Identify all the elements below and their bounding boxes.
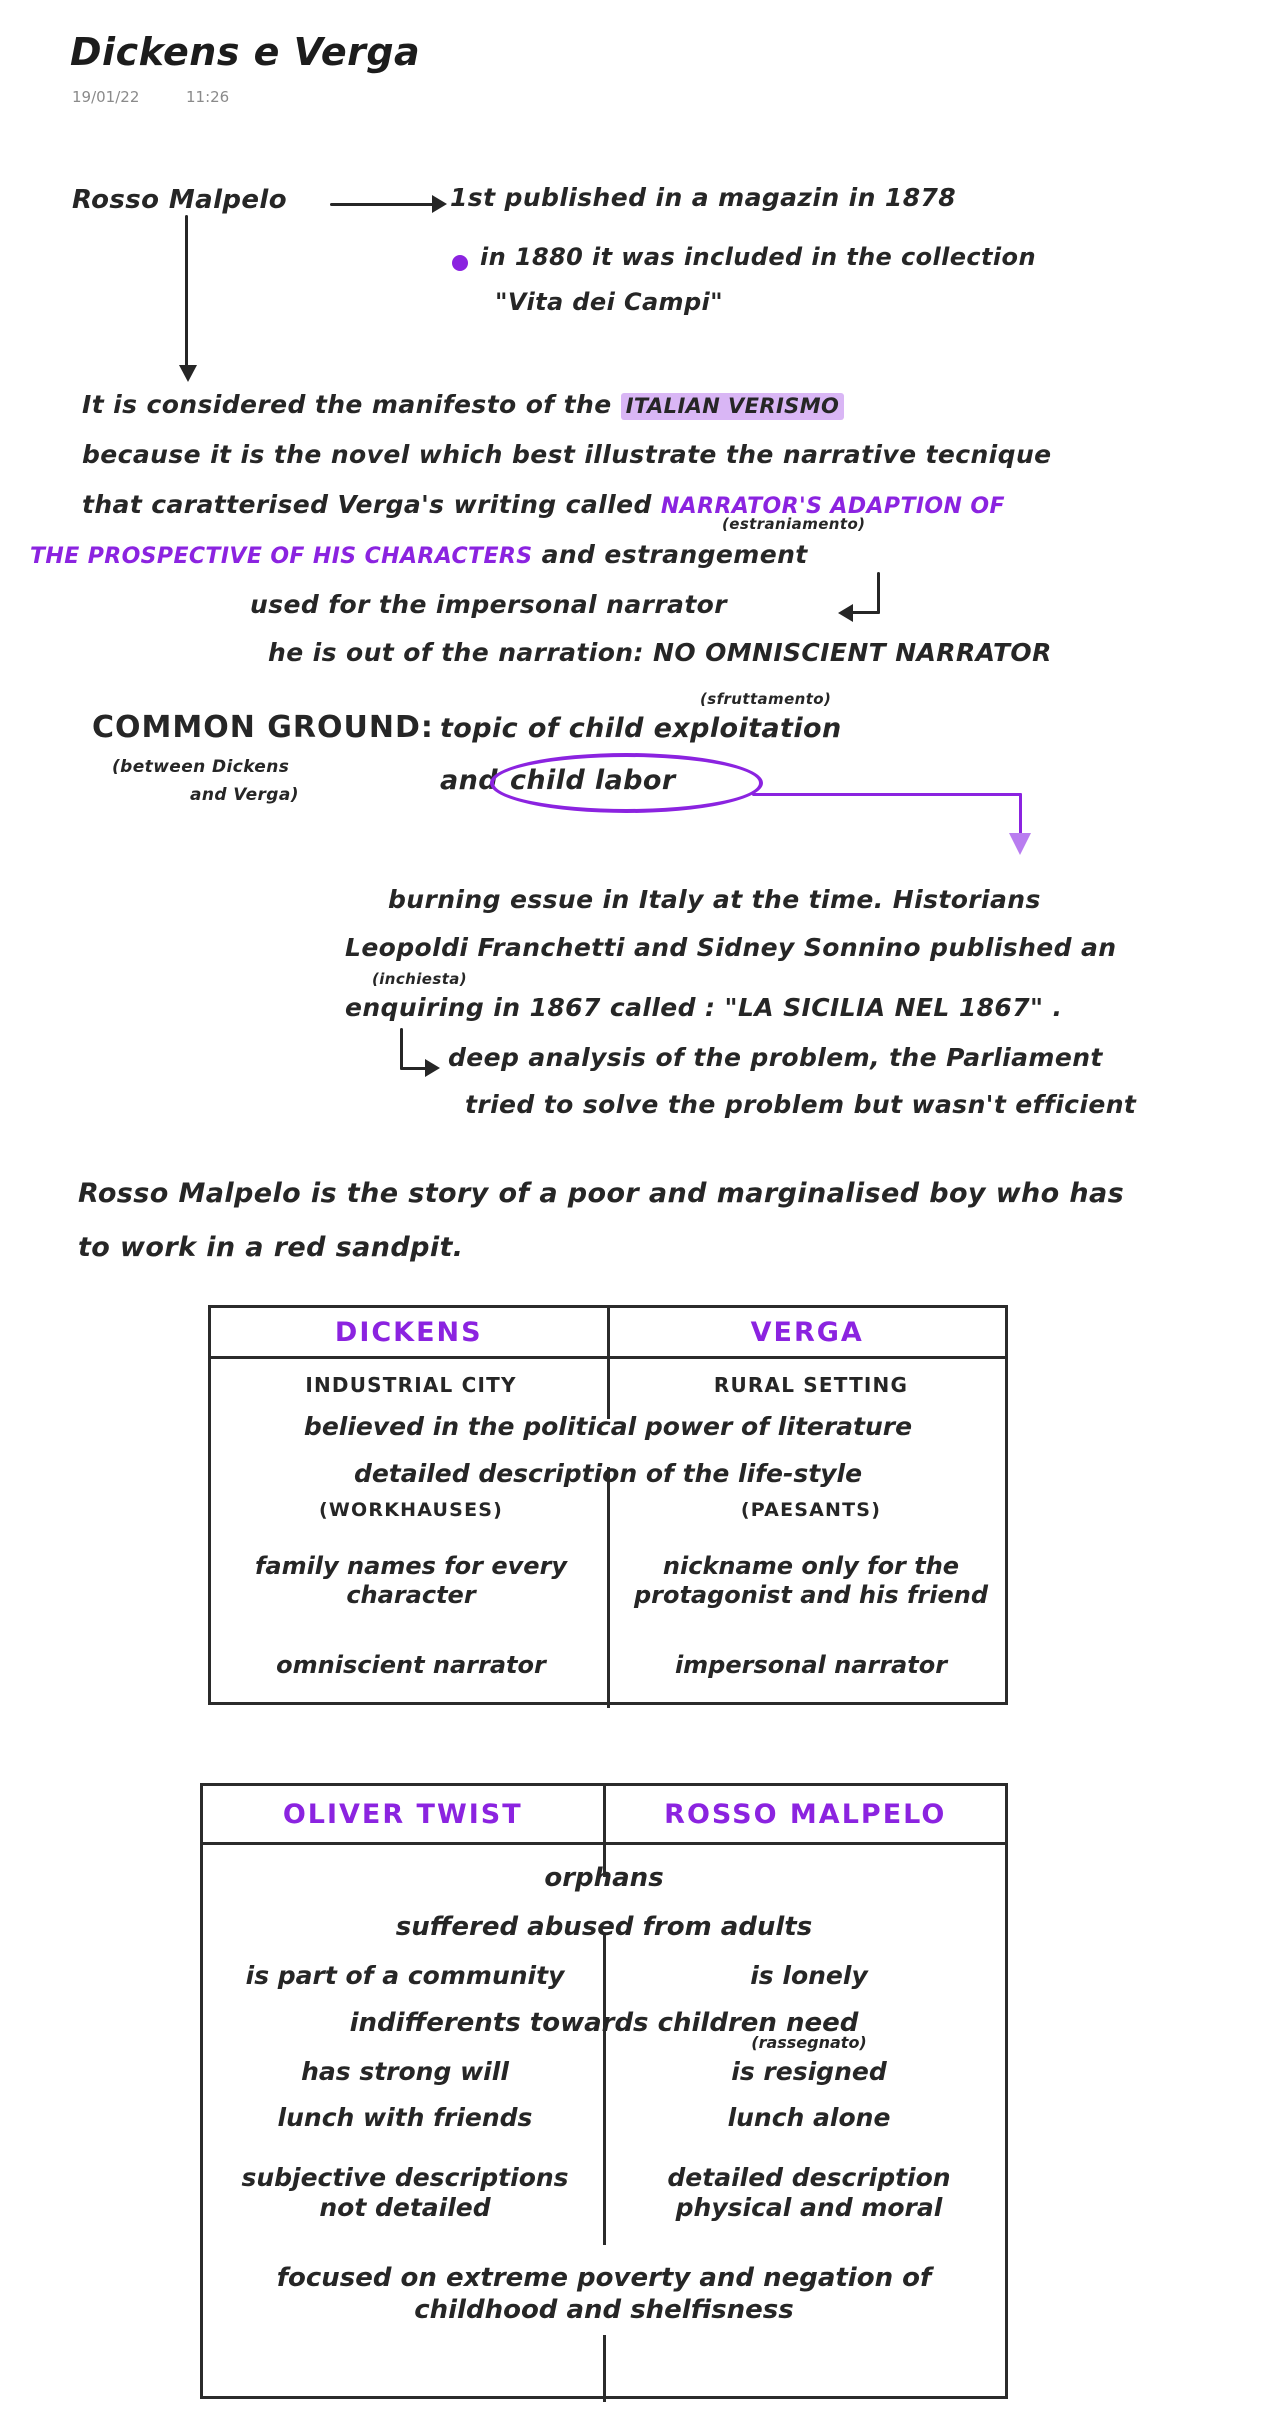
- cell-industrial-city: INDUSTRIAL CITY: [305, 1373, 517, 1397]
- table-dickens-verga-header-cell-dickens: DICKENS: [211, 1308, 610, 1356]
- analysis-arrow-horizontal: [400, 1067, 428, 1070]
- table2-divider-upper: [603, 1933, 606, 1993]
- cell-is-resigned: is resigned: [731, 2057, 887, 2086]
- page-title: Dickens e Verga: [70, 30, 421, 74]
- cell-lunch-alone: lunch alone: [727, 2103, 891, 2132]
- table-divider-mid: [607, 1467, 610, 1527]
- cell-paesants-note: (PAESANTS): [740, 1499, 882, 1521]
- table-dickens-verga-header: DICKENS VERGA: [211, 1308, 1005, 1359]
- arrow-to-published-head: [432, 195, 447, 213]
- historians-line-3: enquiring in 1867 called : "LA SICILIA N…: [345, 993, 1063, 1022]
- cell-detailed-description-lifestyle: detailed description of the life-style: [353, 1459, 863, 1488]
- impersonal-narrator-line: used for the impersonal narrator: [250, 590, 727, 619]
- cell-not-detailed: not detailed: [319, 2193, 491, 2222]
- cell-family-names: family names for every: [254, 1552, 568, 1580]
- manifesto-line-4: THE PROSPECTIVE OF HIS CHARACTERS and es…: [30, 540, 808, 569]
- narrator-adaption-purple: NARRATOR'S ADAPTION OF: [660, 494, 1005, 519]
- purple-connector-vertical: [1019, 793, 1022, 839]
- historians-line-1: burning essue in Italy at the time. Hist…: [388, 885, 1041, 914]
- table2-divider-top: [603, 1845, 606, 1877]
- manifesto-line-1-text: It is considered the manifesto of the: [82, 390, 612, 419]
- cell-indifferents-towards-children: indifferents towards children need: [349, 2008, 859, 2038]
- bullet-point-icon: [452, 255, 468, 271]
- header-label-verga: VERGA: [750, 1316, 864, 1348]
- purple-connector-arrow: [1009, 833, 1031, 855]
- table-dickens-verga-header-cell-verga: VERGA: [610, 1308, 1006, 1356]
- table2-divider-lower: [603, 2123, 606, 2245]
- manifesto-line-1: It is considered the manifesto of the IT…: [82, 390, 845, 420]
- analysis-arrow-head: [425, 1059, 440, 1077]
- cell-physical-and-moral: physical and moral: [675, 2193, 943, 2222]
- page-time: 11:26: [186, 88, 230, 106]
- cell-is-lonely: is lonely: [750, 1961, 868, 1990]
- cell-workhauses-note: (WORKHAUSES): [318, 1499, 504, 1521]
- cell-focused-extreme-poverty: focused on extreme poverty and negation …: [276, 2263, 932, 2293]
- analysis-line-2: tried to solve the problem but wasn't ef…: [465, 1090, 1137, 1119]
- cell-childhood-shelfisness: childhood and shelfisness: [414, 2295, 794, 2325]
- table-dickens-verga: DICKENS VERGA INDUSTRIAL CITY RURAL SETT…: [208, 1305, 1008, 1708]
- summary-line-2: to work in a red sandpit.: [78, 1232, 464, 1263]
- table-oliver-rosso-header: OLIVER TWIST ROSSO MALPELO: [203, 1786, 1005, 1845]
- cell-orphans: orphans: [544, 1863, 664, 1893]
- cell-political-power-literature: believed in the political power of liter…: [303, 1412, 913, 1441]
- table-oliver-rosso: OLIVER TWIST ROSSO MALPELO orphans suffe…: [200, 1783, 1008, 2402]
- cell-rassegnato-note: (rassegnato): [751, 2033, 867, 2052]
- inchiesta-note: (inchiesta): [372, 970, 468, 988]
- note-topic-label: Rosso Malpelo: [72, 185, 288, 215]
- manifesto-line-3: that caratterised Verga's writing called…: [82, 490, 1005, 519]
- sfruttamento-note: (sfruttamento): [700, 690, 832, 708]
- italian-verismo-highlight: ITALIAN VERISMO: [620, 393, 845, 420]
- cell-lunch-with-friends: lunch with friends: [277, 2103, 533, 2132]
- common-ground-heading: COMMON GROUND:: [92, 710, 434, 745]
- estraniamento-note: (estraniamento): [722, 515, 866, 533]
- cell-subjective-descriptions: subjective descriptions: [241, 2163, 569, 2192]
- header-label-rosso-malpelo: ROSSO MALPELO: [664, 1798, 947, 1830]
- summary-line-1: Rosso Malpelo is the story of a poor and…: [78, 1178, 1125, 1209]
- omniscient-narrator-line: he is out of the narration: NO OMNISCIEN…: [268, 638, 1052, 667]
- elbow-arrow-head: [838, 604, 853, 622]
- header-label-dickens: DICKENS: [334, 1316, 483, 1348]
- note-published-line: 1st published in a magazin in 1878: [450, 183, 957, 212]
- cell-detailed-description: detailed description: [667, 2163, 951, 2192]
- cell-rural-setting: RURAL SETTING: [713, 1373, 909, 1397]
- cell-has-strong-will: has strong will: [301, 2057, 509, 2086]
- arrow-to-published-shaft: [330, 203, 435, 206]
- table2-divider-bottom: [603, 2335, 606, 2402]
- note-bullet-line2: "Vita dei Campi": [495, 288, 724, 316]
- cell-suffered-abused: suffered abused from adults: [395, 1912, 813, 1942]
- manifesto-line-3-text: that caratterised Verga's writing called: [82, 490, 652, 519]
- table-oliver-rosso-header-cell-rosso: ROSSO MALPELO: [606, 1786, 1006, 1842]
- analysis-line-1: deep analysis of the problem, the Parlia…: [448, 1043, 1103, 1072]
- estrangement-text: and estrangement: [541, 540, 808, 569]
- cell-protagonist-friend: protagonist and his friend: [633, 1581, 989, 1609]
- header-label-oliver-twist: OLIVER TWIST: [282, 1798, 523, 1830]
- arrow-down-shaft: [185, 215, 188, 370]
- analysis-arrow-vertical: [400, 1028, 403, 1070]
- elbow-arrow-vertical: [877, 572, 880, 614]
- table-oliver-rosso-body: orphans suffered abused from adults is p…: [203, 1845, 1005, 2402]
- table-dickens-verga-body: INDUSTRIAL CITY RURAL SETTING believed i…: [211, 1359, 1005, 1708]
- note-bullet-line: in 1880 it was included in the collectio…: [480, 243, 1036, 271]
- cell-part-of-community: is part of a community: [245, 1961, 565, 1990]
- table-divider-top: [607, 1359, 610, 1419]
- cell-character: character: [346, 1581, 476, 1609]
- child-labor-circle: [490, 753, 763, 813]
- prospective-characters-purple: THE PROSPECTIVE OF HIS CHARACTERS: [30, 544, 533, 569]
- common-ground-subject: topic of child exploitation: [440, 713, 842, 744]
- and-label: and: [440, 765, 498, 796]
- between-dickens-line1: (between Dickens: [112, 757, 290, 777]
- elbow-arrow-horizontal: [850, 611, 880, 614]
- purple-connector-horizontal: [752, 793, 1022, 796]
- cell-omniscient-narrator: omniscient narrator: [276, 1651, 546, 1679]
- cell-impersonal-narrator: impersonal narrator: [674, 1651, 948, 1679]
- between-dickens-line2: and Verga): [190, 785, 299, 805]
- historians-line-2: Leopoldi Franchetti and Sidney Sonnino p…: [345, 933, 1117, 962]
- manifesto-line-2: because it is the novel which best illus…: [82, 440, 1052, 469]
- table-divider-bottom: [607, 1527, 610, 1708]
- table2-divider-mid: [603, 1993, 606, 2123]
- table-oliver-rosso-header-cell-oliver: OLIVER TWIST: [203, 1786, 606, 1842]
- page-date: 19/01/22: [72, 88, 140, 106]
- cell-nickname-only: nickname only for the: [662, 1552, 960, 1580]
- arrow-down-head: [179, 365, 197, 382]
